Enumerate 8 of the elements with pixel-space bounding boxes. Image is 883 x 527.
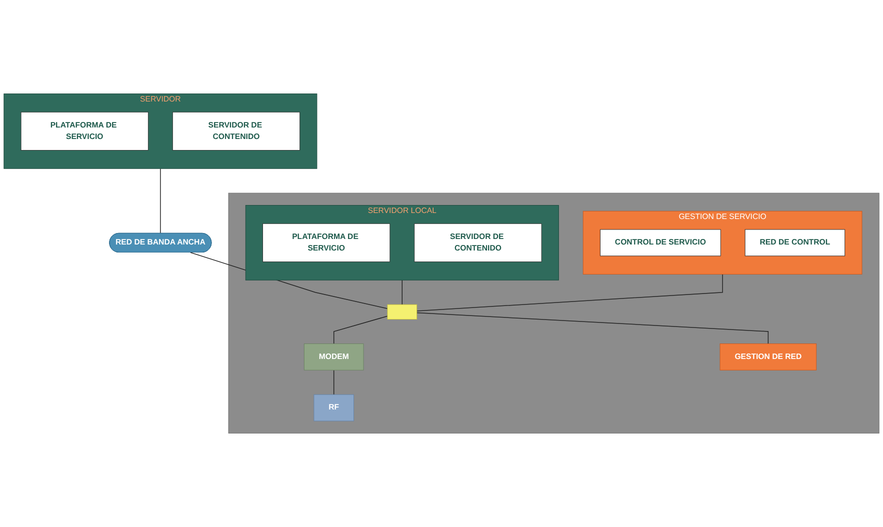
node-box xyxy=(387,304,418,320)
connector xyxy=(160,168,161,234)
cluster xyxy=(228,192,880,434)
connector xyxy=(416,274,723,312)
connector xyxy=(402,280,403,305)
connector xyxy=(333,370,334,395)
connector xyxy=(333,316,388,344)
connector xyxy=(416,312,769,344)
